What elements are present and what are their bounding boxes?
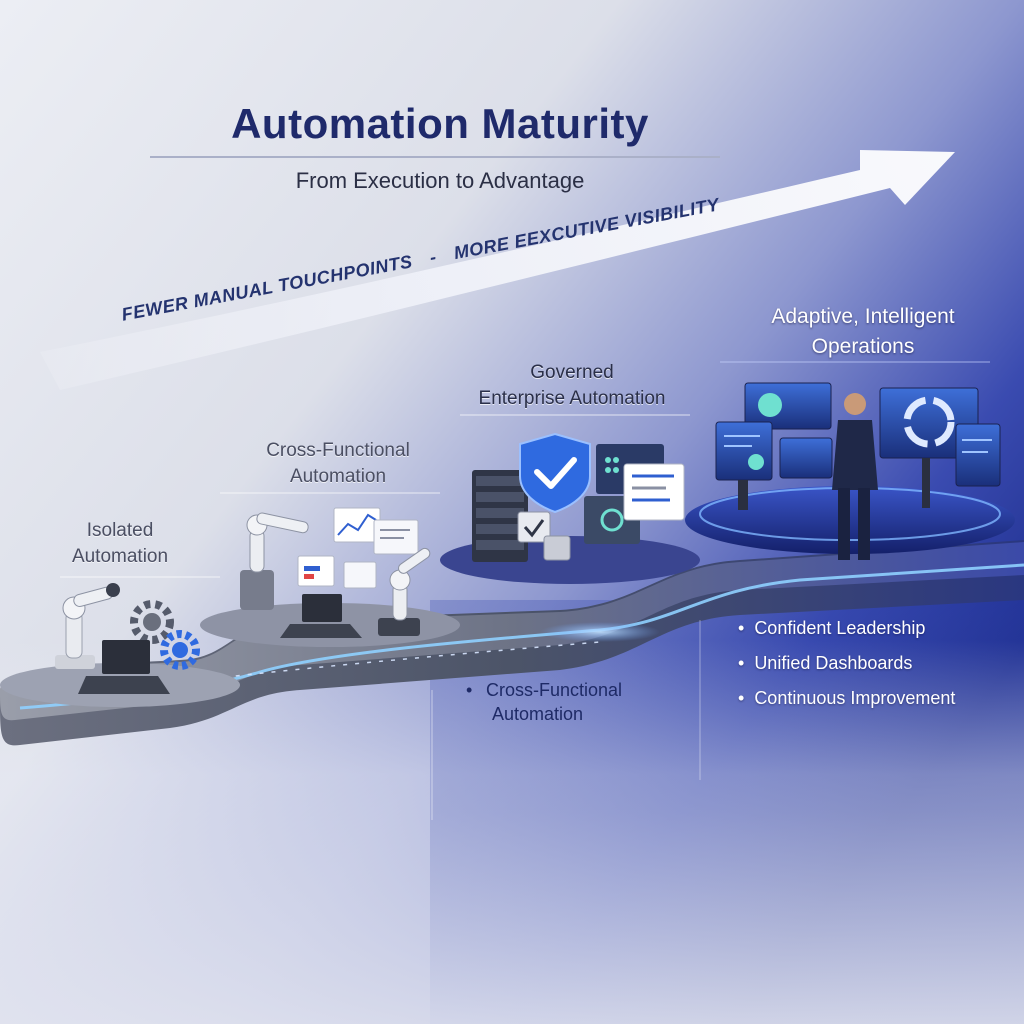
server-rack-icon: [472, 470, 528, 562]
bullet-dot: •: [466, 680, 473, 700]
outcome-item: Confident Leadership: [738, 618, 955, 639]
robot-arm-right-icon: [378, 547, 431, 636]
stage-label-line: Automation: [71, 546, 169, 567]
stage-label-line: Adaptive, Intelligent: [771, 305, 955, 328]
stage-2-scene: [200, 507, 460, 647]
stage-label-line: Automation: [289, 466, 387, 487]
stage-label-line: Isolated: [86, 520, 154, 541]
robot-arm-left-icon: [240, 512, 309, 610]
stage-label-adaptive: Adaptive, Intelligent Operations: [728, 302, 998, 362]
workflow-screen-icon: [584, 444, 685, 544]
shield-check-icon: [519, 432, 591, 514]
stage-label-line: Cross-Functional: [266, 440, 410, 461]
gear-icon: [130, 600, 174, 644]
middle-bullet-line: Automation: [492, 704, 584, 724]
executive-figure-icon: [832, 393, 878, 560]
page-title: Automation Maturity: [231, 100, 649, 147]
dashboard-panel-icon: [297, 507, 419, 589]
page-subtitle: From Execution to Advantage: [295, 168, 585, 193]
laptop-icon-2: [280, 594, 362, 638]
stage-label-governed: Governed Enterprise Automation: [452, 360, 692, 412]
robot-arm-icon: [55, 583, 120, 669]
middle-bullet-line: Cross-Functional: [486, 680, 623, 700]
middle-bullet: • Cross-Functional Automation: [466, 678, 622, 726]
stage-label-line: Enterprise Automation: [478, 388, 666, 409]
rising-arrow: [40, 150, 955, 390]
checkbox-icon: [517, 511, 571, 561]
stage-label-cross-functional: Cross-Functional Automation: [228, 438, 448, 490]
outcome-list: Confident Leadership Unified Dashboards …: [738, 618, 955, 723]
banner-separator: -: [428, 246, 439, 268]
stage-label-line: Governed: [530, 362, 614, 383]
blue-gear-icon: [160, 630, 200, 670]
laptop-icon: [78, 640, 170, 694]
stage-label-line: Operations: [811, 335, 915, 358]
monitor-wall-icon: [715, 382, 1001, 510]
stage-3-scene: [440, 432, 700, 584]
stage-1-scene: [0, 583, 240, 707]
stage-4-scene: [685, 382, 1015, 560]
outcome-item: Unified Dashboards: [738, 653, 955, 674]
stage-label-isolated: Isolated Automation: [30, 518, 210, 570]
outcome-item: Continuous Improvement: [738, 688, 955, 709]
refresh-cycle-icon: [903, 396, 955, 448]
